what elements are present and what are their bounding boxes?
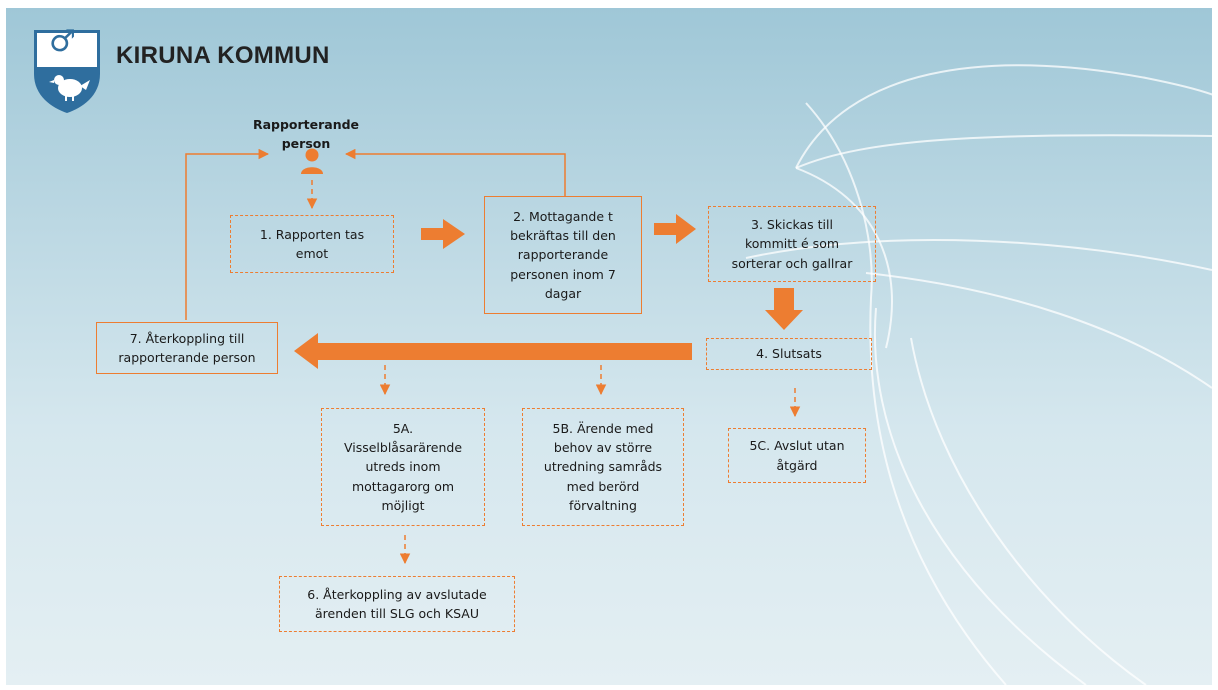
step-3-text: 3. Skickas till kommitt é som sorterar o…: [731, 216, 853, 271]
step-3-box: 3. Skickas till kommitt é som sorterar o…: [708, 206, 876, 282]
step-1-box: 1. Rapporten tas emot: [230, 215, 394, 273]
step-6-text: 6. Återkoppling av avslutade ärenden til…: [307, 586, 487, 621]
step-5c-box: 5C. Avslut utan åtgärd: [728, 428, 866, 483]
step-5b-text: 5B. Ärende med behov av större utredning…: [543, 420, 663, 514]
step-1-text: 1. Rapporten tas emot: [259, 226, 365, 261]
step-2-text: 2. Mottagande t bekräftas till den rappo…: [510, 208, 616, 302]
step-5c-text: 5C. Avslut utan åtgärd: [749, 438, 845, 473]
step-5b-box: 5B. Ärende med behov av större utredning…: [522, 408, 684, 526]
logo-text: KIRUNA KOMMUN: [116, 42, 330, 69]
reporting-person-label: Rapporterande person: [252, 117, 360, 151]
background-decoration: [745, 64, 1212, 685]
step-4-text: 4. Slutsats: [756, 346, 822, 362]
step-7-box: 7. Återkoppling till rapporterande perso…: [96, 322, 278, 374]
raven-bird-icon: [49, 75, 90, 101]
step-7-text: 7. Återkoppling till rapporterande perso…: [118, 330, 256, 365]
step-6-box: 6. Återkoppling av avslutade ärenden til…: [279, 576, 515, 632]
block-arrow-3-to-4: [765, 288, 803, 330]
flow-connectors: [185, 148, 803, 565]
kiruna-logo-shield: [34, 30, 100, 113]
step-5a-box: 5A. Visselblåsarärende utreds inom motta…: [321, 408, 485, 526]
person-icon: [301, 148, 323, 174]
step-5a-text: 5A. Visselblåsarärende utreds inom motta…: [343, 420, 463, 514]
feedback-line-7-to-person: [185, 148, 270, 320]
confirmation-line-2-to-person: [344, 148, 566, 196]
block-arrow-2-to-3: [654, 214, 696, 244]
mars-symbol-icon: ♂: [49, 24, 76, 59]
step-2-box: 2. Mottagande t bekräftas till den rappo…: [484, 196, 642, 314]
block-arrow-4-to-7: [294, 333, 692, 369]
step-4-box: 4. Slutsats: [706, 338, 872, 370]
block-arrow-1-to-2: [421, 219, 465, 249]
slide: ♂ KIRUNA KOMMUN: [6, 8, 1212, 685]
